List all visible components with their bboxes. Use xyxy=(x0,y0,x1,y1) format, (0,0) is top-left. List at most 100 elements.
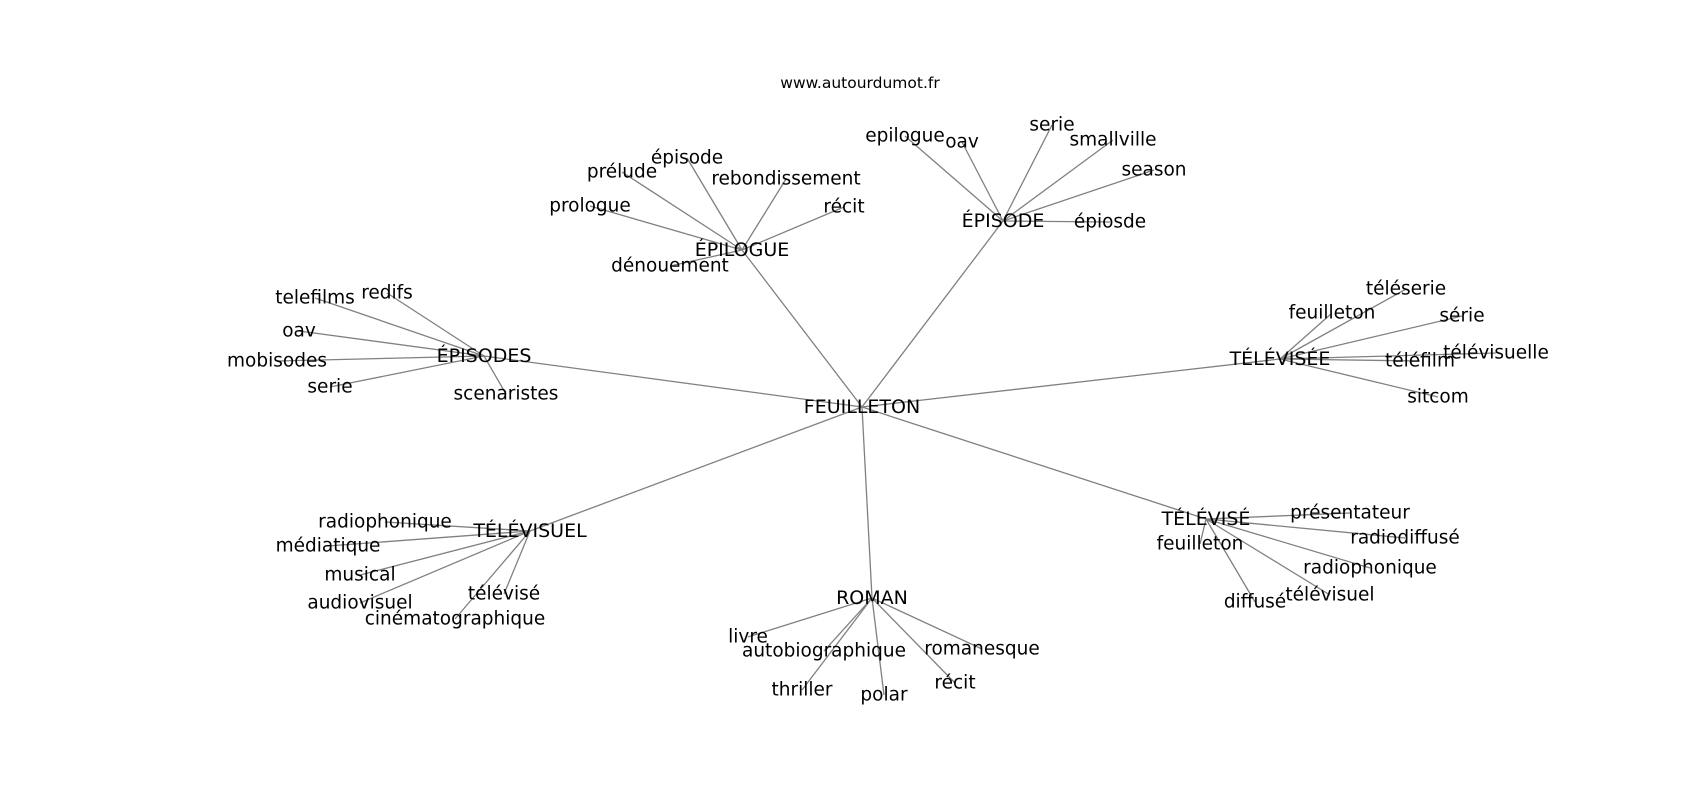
leaf-node-televisuel-0: radiophonique xyxy=(318,512,452,533)
edge-televise-leaf-0 xyxy=(1205,512,1351,520)
leaf-node-epilogue-1: prélude xyxy=(587,162,657,183)
edge-episodes-leaf-5 xyxy=(483,355,507,395)
leaf-node-televise-3: télévisuel xyxy=(1285,585,1374,606)
leaf-node-roman-4: polar xyxy=(860,685,908,706)
edge-center-episodes xyxy=(483,355,863,408)
leaf-node-televise-5: feuilleton xyxy=(1157,534,1244,555)
edge-episodes-leaf-0 xyxy=(314,297,485,357)
edge-episodes-leaf-3 xyxy=(276,355,485,362)
leaf-node-televise-1: radiodiffusé xyxy=(1350,528,1460,549)
edge-episode-leaf-2 xyxy=(1002,124,1053,222)
edge-center-televisuel xyxy=(529,406,863,532)
leaf-node-roman-1: autobiographique xyxy=(742,641,906,662)
edge-episode-leaf-3 xyxy=(1002,139,1114,222)
edge-televisuel-leaf-5 xyxy=(454,530,531,620)
leaf-node-episodes-5: scenaristes xyxy=(454,384,559,405)
leaf-node-episode-4: season xyxy=(1121,160,1186,181)
leaf-node-televisee-4: téléfilm xyxy=(1385,351,1455,372)
edge-episodes-leaf-2 xyxy=(298,330,485,357)
edge-televisee-leaf-1 xyxy=(1279,312,1333,360)
hub-node-episode: ÉPISODE xyxy=(962,209,1045,232)
edge-center-episode xyxy=(861,220,1004,408)
leaf-node-roman-0: livre xyxy=(728,627,768,648)
edge-televise-leaf-3 xyxy=(1205,518,1331,596)
edge-center-epilogue xyxy=(741,249,863,408)
leaf-node-episode-2: serie xyxy=(1029,115,1074,136)
leaf-node-televisuel-3: audiovisuel xyxy=(307,593,412,614)
edge-televise-leaf-1 xyxy=(1205,518,1406,539)
hub-node-epilogue: ÉPILOGUE xyxy=(695,238,790,261)
leaf-node-televisuel-2: musical xyxy=(324,565,395,586)
edge-epilogue-leaf-2 xyxy=(741,178,787,251)
hub-node-televisuel: TÉLÉVISUEL xyxy=(472,519,587,542)
hub-node-episodes: ÉPISODES xyxy=(437,344,532,367)
edge-televisuel-leaf-1 xyxy=(327,530,531,547)
edge-televisuel-leaf-2 xyxy=(359,530,531,576)
edge-roman-leaf-0 xyxy=(747,597,873,638)
leaf-node-episode-0: epilogue xyxy=(865,126,945,147)
leaf-node-episodes-1: redifs xyxy=(361,283,413,304)
edge-episodes-leaf-1 xyxy=(386,292,485,357)
edge-center-roman xyxy=(861,406,873,599)
leaf-node-roman-2: romanesque xyxy=(924,639,1039,660)
edge-televisuel-leaf-0 xyxy=(384,521,531,532)
leaf-node-epilogue-5: dénouement xyxy=(611,256,729,277)
edge-televise-leaf-2 xyxy=(1205,518,1371,569)
edge-televise-leaf-5 xyxy=(1199,518,1207,545)
leaf-node-televise-0: présentateur xyxy=(1290,503,1410,524)
leaf-node-televise-2: radiophonique xyxy=(1303,558,1437,579)
center-node-label: FEUILLETON xyxy=(804,396,920,418)
edge-televisee-leaf-0 xyxy=(1279,288,1407,360)
leaf-node-televisee-2: série xyxy=(1439,306,1484,327)
leaf-node-episode-1: oav xyxy=(945,132,979,153)
leaf-node-televisuel-5: cinématographique xyxy=(365,609,546,630)
leaf-node-televise-4: diffusé xyxy=(1224,592,1286,613)
edge-roman-leaf-3 xyxy=(801,597,873,691)
leaf-node-televisee-1: feuilleton xyxy=(1289,303,1376,324)
leaf-node-episodes-3: mobisodes xyxy=(227,351,327,372)
edge-episode-leaf-5 xyxy=(1002,220,1111,223)
edge-episode-leaf-1 xyxy=(961,141,1004,222)
leaf-node-episodes-4: serie xyxy=(307,377,352,398)
edge-epilogue-leaf-1 xyxy=(621,171,743,251)
leaf-node-epilogue-0: épisode xyxy=(651,148,723,169)
edge-epilogue-leaf-3 xyxy=(589,205,743,251)
leaf-node-televisee-5: sitcom xyxy=(1407,387,1469,408)
leaf-node-episodes-2: oav xyxy=(282,321,316,342)
leaf-node-episode-3: smallville xyxy=(1069,130,1156,151)
leaf-node-epilogue-2: rebondissement xyxy=(711,169,860,190)
edge-televise-leaf-4 xyxy=(1205,518,1256,603)
edge-roman-leaf-5 xyxy=(871,597,956,684)
edge-center-televise xyxy=(861,406,1207,520)
hub-node-roman: ROMAN xyxy=(836,587,908,609)
labels-layer: www.autourdumot.fr FEUILLETON ÉPILOGUE épi… xyxy=(227,74,1549,706)
edge-televisee-leaf-5 xyxy=(1279,358,1439,398)
leaf-node-televisee-0: téléserie xyxy=(1366,279,1446,300)
hub-node-televisee: TÉLÉVISÉE xyxy=(1229,347,1331,370)
leaf-node-episodes-0: telefilms xyxy=(275,288,355,309)
source-label: www.autourdumot.fr xyxy=(780,74,940,92)
edge-televisee-leaf-3 xyxy=(1279,352,1497,360)
edge-roman-leaf-2 xyxy=(871,597,983,650)
leaf-node-roman-5: récit xyxy=(934,673,975,694)
edge-episodes-leaf-4 xyxy=(329,355,485,388)
edge-center-televisee xyxy=(861,358,1281,408)
edge-televisuel-leaf-4 xyxy=(503,530,531,595)
edge-televisee-leaf-4 xyxy=(1279,358,1421,362)
edge-roman-leaf-1 xyxy=(823,597,873,652)
edges-layer xyxy=(276,124,1497,696)
leaf-node-epilogue-3: prologue xyxy=(549,196,631,217)
edge-episode-leaf-0 xyxy=(904,135,1004,222)
edge-televisuel-leaf-3 xyxy=(359,530,531,604)
leaf-node-epilogue-4: récit xyxy=(823,197,864,218)
hub-node-televise: TÉLÉVISÉ xyxy=(1161,507,1251,530)
edge-epilogue-leaf-0 xyxy=(686,157,743,251)
leaf-node-roman-3: thriller xyxy=(772,680,833,701)
edge-epilogue-leaf-5 xyxy=(669,249,743,267)
leaf-node-televisee-3: télévisuelle xyxy=(1443,343,1549,364)
leaf-node-televisuel-1: médiatique xyxy=(276,536,381,557)
edge-epilogue-leaf-4 xyxy=(741,206,845,251)
leaf-node-televisuel-4: télévisé xyxy=(468,584,540,605)
